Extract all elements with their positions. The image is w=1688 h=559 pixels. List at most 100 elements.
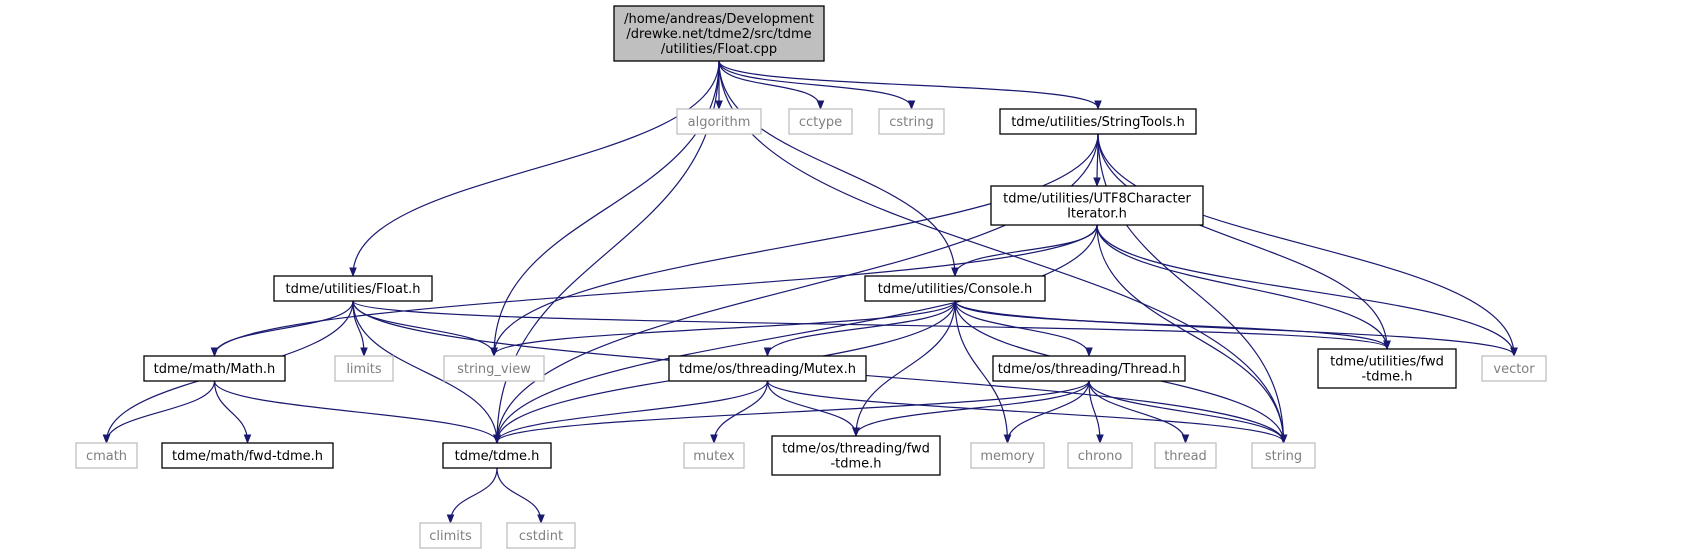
- edge-threadh-to-tdmeh: [497, 380, 1090, 442]
- edge-mathh-to-tdmeh: [213, 380, 498, 442]
- edge-utf8-to-tdmeh: [497, 224, 1098, 442]
- node-tdmeh-box: [442, 442, 552, 469]
- node-string: string: [1251, 442, 1316, 469]
- node-cctype: cctype: [788, 108, 853, 135]
- node-utf8-box: [990, 185, 1204, 226]
- node-limits-label-line-0: limits: [346, 362, 382, 377]
- edge-mutexh-to-tdmeh: [497, 380, 769, 442]
- node-mathh-box: [143, 355, 286, 382]
- edge-mathh-to-fwdmath: [213, 380, 248, 442]
- node-mutex-label-line-0: mutex: [693, 449, 735, 464]
- node-cctype-box: [788, 108, 853, 135]
- node-cstdint: cstdint: [506, 522, 576, 549]
- node-thread-box: [1154, 442, 1217, 469]
- node-stringtools-label-line-0: tdme/utilities/StringTools.h: [1011, 115, 1185, 130]
- node-mathh-label-line-0: tdme/math/Math.h: [154, 362, 276, 377]
- node-threadh-box: [992, 355, 1186, 382]
- node-chrono-label-line-0: chrono: [1078, 449, 1123, 464]
- node-cstring: cstring: [878, 108, 945, 135]
- node-string_view-box: [443, 355, 545, 382]
- edge-root-to-cstring: [718, 60, 912, 108]
- node-fwdthreading-label-line-1: -tdme.h: [830, 457, 881, 472]
- node-mutexh-box: [668, 355, 867, 382]
- edge-mutexh-to-mutex: [714, 380, 769, 442]
- node-mutex: mutex: [683, 442, 745, 469]
- node-stringtools[interactable]: tdme/utilities/StringTools.h: [999, 108, 1197, 135]
- node-string-label-line-0: string: [1265, 449, 1302, 464]
- edge-stringtools-to-fwdutil: [1097, 133, 1387, 348]
- edge-floath-to-mathh: [215, 300, 354, 355]
- node-thread: thread: [1154, 442, 1217, 469]
- node-vector-label-line-0: vector: [1493, 362, 1535, 377]
- edge-console-to-string_view: [494, 300, 956, 355]
- edge-console-to-mutexh: [768, 300, 956, 355]
- nodes-layer: /home/andreas/Development/drewke.net/tdm…: [75, 5, 1547, 549]
- node-chrono: chrono: [1067, 442, 1133, 469]
- node-cstdint-label-line-0: cstdint: [519, 529, 563, 544]
- node-cctype-label-line-0: cctype: [799, 115, 842, 130]
- node-mathh[interactable]: tdme/math/Math.h: [143, 355, 286, 382]
- node-fwdutil-box: [1317, 348, 1457, 389]
- edge-utf8-to-string: [1096, 224, 1284, 442]
- edge-mutexh-to-string: [766, 380, 1284, 442]
- node-limits: limits: [334, 355, 394, 382]
- node-root-label-line-1: /drewke.net/tdme2/src/tdme: [626, 27, 811, 42]
- node-fwdmath[interactable]: tdme/math/fwd-tdme.h: [161, 442, 334, 469]
- edge-console-to-vector: [954, 300, 1514, 355]
- edge-console-to-memory: [954, 300, 1008, 442]
- edge-tdmeh-to-cstdint: [496, 467, 541, 522]
- edge-console-to-threadh: [954, 300, 1089, 355]
- node-fwdutil-label-line-1: -tdme.h: [1361, 370, 1412, 385]
- node-tdmeh[interactable]: tdme/tdme.h: [442, 442, 552, 469]
- node-thread-label-line-0: thread: [1164, 449, 1207, 464]
- node-utf8-label-line-1: Iterator.h: [1067, 207, 1127, 222]
- node-limits-box: [334, 355, 394, 382]
- node-cstdint-box: [506, 522, 576, 549]
- node-vector: vector: [1481, 355, 1547, 382]
- edge-root-to-cctype: [718, 60, 821, 108]
- node-console[interactable]: tdme/utilities/Console.h: [864, 275, 1046, 302]
- node-cmath-box: [75, 442, 138, 469]
- node-floath-box: [273, 275, 433, 302]
- edge-threadh-to-fwdthreading: [856, 380, 1090, 435]
- node-fwdmath-label-line-0: tdme/math/fwd-tdme.h: [172, 449, 323, 464]
- node-memory-box: [970, 442, 1045, 469]
- node-root-label-line-2: /utilities/Float.cpp: [661, 42, 777, 57]
- node-fwdthreading[interactable]: tdme/os/threading/fwd-tdme.h: [771, 435, 941, 476]
- node-console-label-line-0: tdme/utilities/Console.h: [878, 282, 1032, 297]
- edge-console-to-fwdthreading: [856, 300, 956, 435]
- edge-threadh-to-chrono: [1088, 380, 1100, 442]
- node-floath[interactable]: tdme/utilities/Float.h: [273, 275, 433, 302]
- node-string-box: [1251, 442, 1316, 469]
- node-string_view-label-line-0: string_view: [457, 362, 531, 377]
- node-fwdmath-box: [161, 442, 334, 469]
- node-vector-box: [1481, 355, 1547, 382]
- edge-utf8-to-fwdutil: [1096, 224, 1387, 348]
- edge-threadh-to-string: [1088, 380, 1284, 442]
- node-root-box: [613, 5, 825, 62]
- node-climits-box: [419, 522, 482, 549]
- node-memory-label-line-0: memory: [980, 449, 1035, 464]
- edge-utf8-to-console: [955, 224, 1098, 275]
- edge-root-to-string_view: [494, 60, 720, 355]
- node-utf8-label-line-0: tdme/utilities/UTF8Character: [1003, 192, 1191, 207]
- edge-utf8-to-vector: [1096, 224, 1514, 355]
- node-root: /home/andreas/Development/drewke.net/tdm…: [613, 5, 825, 62]
- node-threadh[interactable]: tdme/os/threading/Thread.h: [992, 355, 1186, 382]
- node-fwdutil-label-line-0: tdme/utilities/fwd: [1330, 355, 1444, 370]
- edge-root-to-stringtools: [718, 60, 1098, 108]
- node-mutex-box: [683, 442, 745, 469]
- node-mutexh-label-line-0: tdme/os/threading/Mutex.h: [679, 362, 856, 377]
- node-threadh-label-line-0: tdme/os/threading/Thread.h: [998, 362, 1180, 377]
- edge-floath-to-fwdutil: [352, 300, 1387, 348]
- node-algorithm: algorithm: [676, 108, 762, 135]
- node-mutexh[interactable]: tdme/os/threading/Mutex.h: [668, 355, 867, 382]
- node-algorithm-box: [676, 108, 762, 135]
- edge-console-to-fwdutil: [954, 300, 1387, 348]
- node-fwdthreading-label-line-0: tdme/os/threading/fwd: [782, 442, 930, 457]
- node-floath-label-line-0: tdme/utilities/Float.h: [286, 282, 421, 297]
- node-algorithm-label-line-0: algorithm: [688, 115, 751, 130]
- node-fwdutil[interactable]: tdme/utilities/fwd-tdme.h: [1317, 348, 1457, 389]
